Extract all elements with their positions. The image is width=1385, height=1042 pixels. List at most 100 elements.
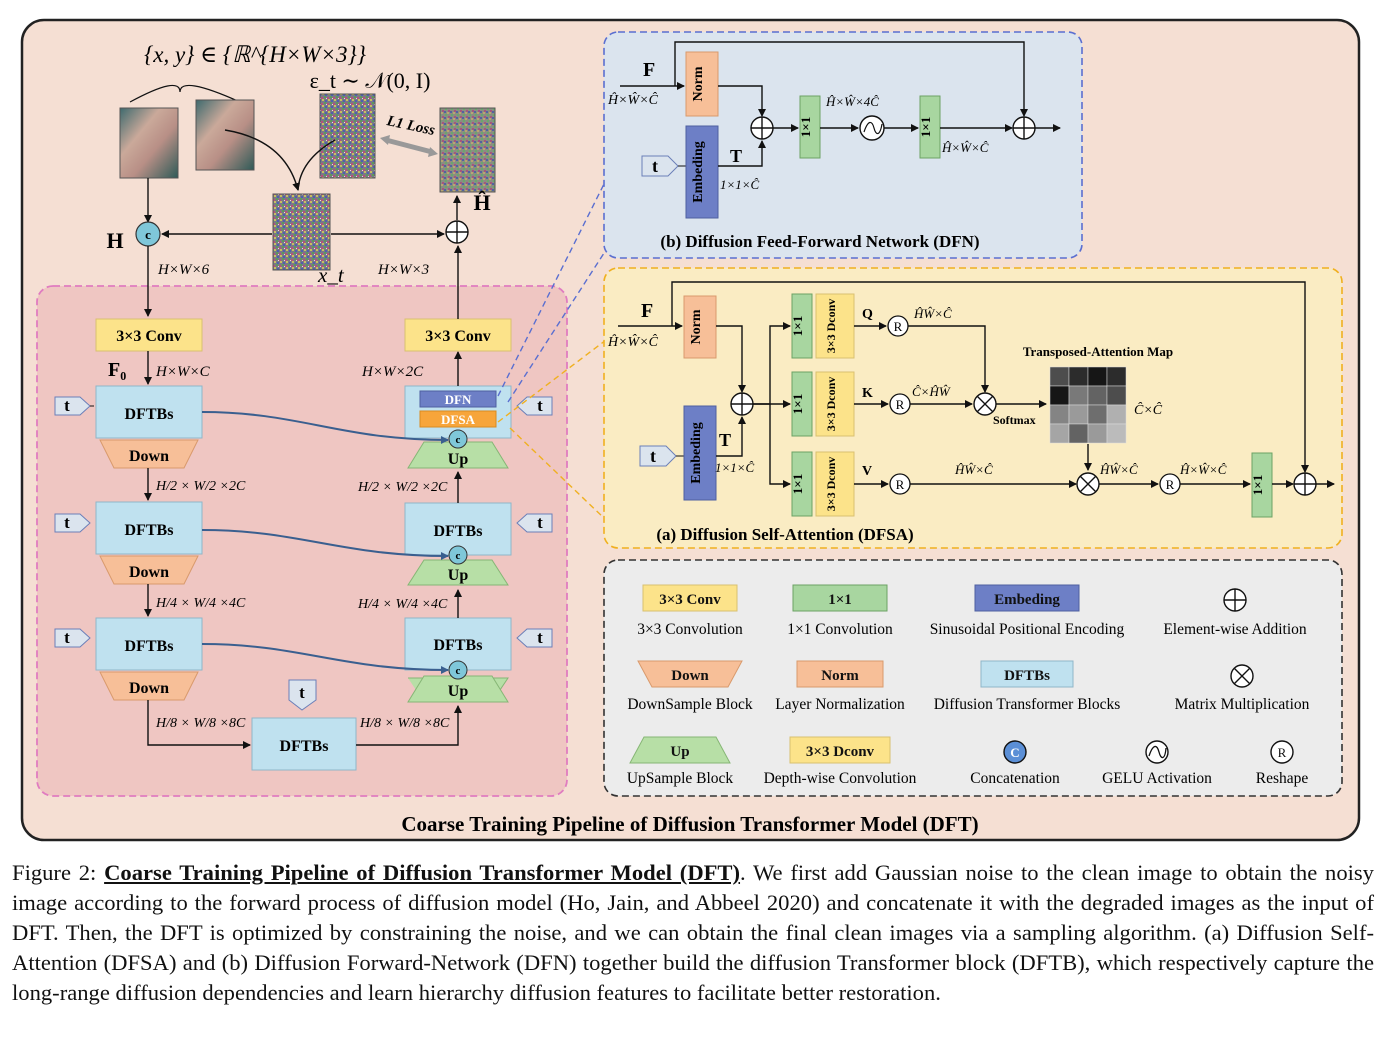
legend-symbol-icon — [1145, 740, 1169, 764]
legend-label: Element-wise Addition — [1163, 621, 1307, 638]
svg-text:DFN: DFN — [445, 392, 472, 407]
encoder-level-1: DFTBs Down — [95, 385, 203, 469]
attention-map-cell — [1106, 366, 1127, 387]
predicted-noise-image — [439, 107, 496, 193]
svg-text:3×3 Dconv: 3×3 Dconv — [824, 299, 838, 354]
legend-panel — [603, 559, 1343, 797]
noise-image — [319, 93, 376, 179]
decoder-level-2: Up DFTBs c — [404, 502, 512, 586]
input-set-label: {x, y} ∈ {ℝ^{H×W×3}} — [144, 42, 366, 67]
dfsa-chip — [419, 410, 497, 428]
legend-chip-text: 3×3 Conv — [659, 592, 721, 608]
svg-text:ĤŴ×Ĉ: ĤŴ×Ĉ — [954, 462, 993, 477]
legend-label: Reshape — [1256, 770, 1309, 787]
svg-text:R: R — [896, 397, 905, 412]
input-brace — [129, 84, 241, 103]
legend-chip-text: C — [1010, 745, 1019, 760]
svg-text:T: T — [730, 146, 742, 166]
svg-text:Ĉ×ĤŴ: Ĉ×ĤŴ — [912, 384, 951, 399]
loss-arrow — [385, 137, 433, 155]
svg-text:H/8 × W/8 ×8C: H/8 × W/8 ×8C — [359, 716, 450, 731]
legend-chip — [792, 584, 888, 612]
svg-text:1×1: 1×1 — [918, 117, 933, 137]
svg-text:c: c — [456, 665, 461, 677]
xt-label: x_t — [317, 263, 345, 287]
svg-text:Ĥ×Ŵ×Ĉ: Ĥ×Ŵ×Ĉ — [607, 91, 659, 108]
legend-label: Sinusoidal Positional Encoding — [930, 621, 1125, 638]
svg-text:F: F — [643, 59, 655, 81]
attention-map-cell — [1087, 404, 1108, 425]
svg-text:Up: Up — [448, 451, 469, 468]
t-tag-right-3: t — [516, 628, 553, 648]
encoder-level-2: DFTBs Down — [95, 501, 203, 585]
svg-text:3×3 Dconv: 3×3 Dconv — [824, 457, 838, 512]
svg-text:DFTBs: DFTBs — [125, 406, 174, 423]
skip-1 — [201, 411, 449, 444]
dfsa-panel — [603, 267, 1343, 549]
t-tag-right-2: t — [516, 513, 553, 533]
legend-chip-text: Norm — [821, 668, 859, 684]
legend-chip-text: 3×3 Dconv — [806, 744, 875, 760]
svg-text:Transposed-Attention Map: Transposed-Attention Map — [1023, 344, 1173, 359]
caption-body: . We first add Gaussian noise to the cle… — [12, 860, 1374, 1005]
svg-text:t: t — [652, 156, 658, 176]
svg-text:t: t — [537, 628, 543, 647]
svg-text:3×3 Conv: 3×3 Conv — [425, 328, 491, 345]
t-tag-bottom: t — [288, 679, 317, 711]
legend-chip-text: 1×1 — [828, 592, 852, 608]
svg-text:Down: Down — [129, 448, 169, 465]
svg-text:H/8 × W/8 ×8C: H/8 × W/8 ×8C — [155, 716, 246, 731]
dfn-gelu-node — [859, 115, 885, 141]
svg-text:K: K — [862, 386, 873, 401]
svg-text:Ĉ×Ĉ: Ĉ×Ĉ — [1134, 401, 1163, 418]
svg-text:t: t — [650, 446, 656, 466]
dfsa-k-branch: 1×1 3×3 Dconv K R Ĉ×ĤŴ — [790, 371, 973, 437]
legend-item: Element-wise Addition — [1163, 588, 1307, 638]
conv-out — [404, 318, 512, 352]
svg-text:1×1: 1×1 — [790, 316, 805, 336]
dfsa-v-branch: 1×1 3×3 Dconv V R ĤŴ×Ĉ — [790, 451, 1077, 517]
dfn-panel — [603, 31, 1083, 259]
svg-text:Norm: Norm — [689, 309, 704, 344]
attention-map-cell — [1068, 366, 1089, 387]
svg-text:DFTBs: DFTBs — [434, 523, 483, 540]
legend-label: Diffusion Transformer Blocks — [934, 696, 1121, 713]
svg-text:1×1: 1×1 — [790, 394, 805, 414]
svg-text:Ĥ×Ŵ×Ĉ: Ĥ×Ŵ×Ĉ — [941, 140, 989, 155]
attention-map-cell — [1068, 423, 1089, 444]
legend-label: Matrix Multiplication — [1175, 696, 1310, 713]
svg-text:1×1: 1×1 — [790, 474, 805, 494]
attention-map — [1049, 366, 1127, 444]
svg-text:Up: Up — [448, 567, 469, 584]
legend-chip-text: DFTBs — [1004, 668, 1050, 684]
svg-text:ĤŴ×Ĉ: ĤŴ×Ĉ — [1099, 462, 1138, 477]
svg-text:Up: Up — [448, 683, 469, 700]
legend-item: C Concatenation — [970, 740, 1060, 787]
svg-text:Softmax: Softmax — [993, 413, 1036, 427]
svg-text:F: F — [641, 300, 653, 322]
svg-text:DFTBs: DFTBs — [434, 637, 483, 654]
legend-chip-text: Embeding — [994, 592, 1060, 608]
dfsa-t-tag: t — [639, 445, 677, 467]
svg-text:3×3 Dconv: 3×3 Dconv — [824, 377, 838, 432]
skip-3 — [201, 643, 449, 674]
svg-text:1×1: 1×1 — [798, 117, 813, 137]
svg-text:H/4 × W/4 ×4C: H/4 × W/4 ×4C — [155, 596, 246, 611]
decoder-level-1: Up DFN DFSA c — [404, 385, 512, 469]
legend-chip — [637, 660, 743, 688]
attention-map-cell — [1049, 423, 1070, 444]
svg-text:Q: Q — [862, 307, 873, 322]
attention-map-cell — [1106, 423, 1127, 444]
legend-item: Matrix Multiplication — [1175, 664, 1310, 713]
svg-text:R: R — [894, 319, 903, 334]
legend-label: Concatenation — [970, 770, 1060, 787]
svg-text:c: c — [456, 550, 461, 562]
pipeline-title: Coarse Training Pipeline of Diffusion Tr… — [401, 812, 978, 836]
dfn-embed — [685, 125, 719, 219]
dfn-conv1-a — [799, 95, 821, 159]
legend-label: DownSample Block — [627, 696, 753, 713]
svg-text:1×1×Ĉ: 1×1×Ĉ — [715, 460, 755, 475]
